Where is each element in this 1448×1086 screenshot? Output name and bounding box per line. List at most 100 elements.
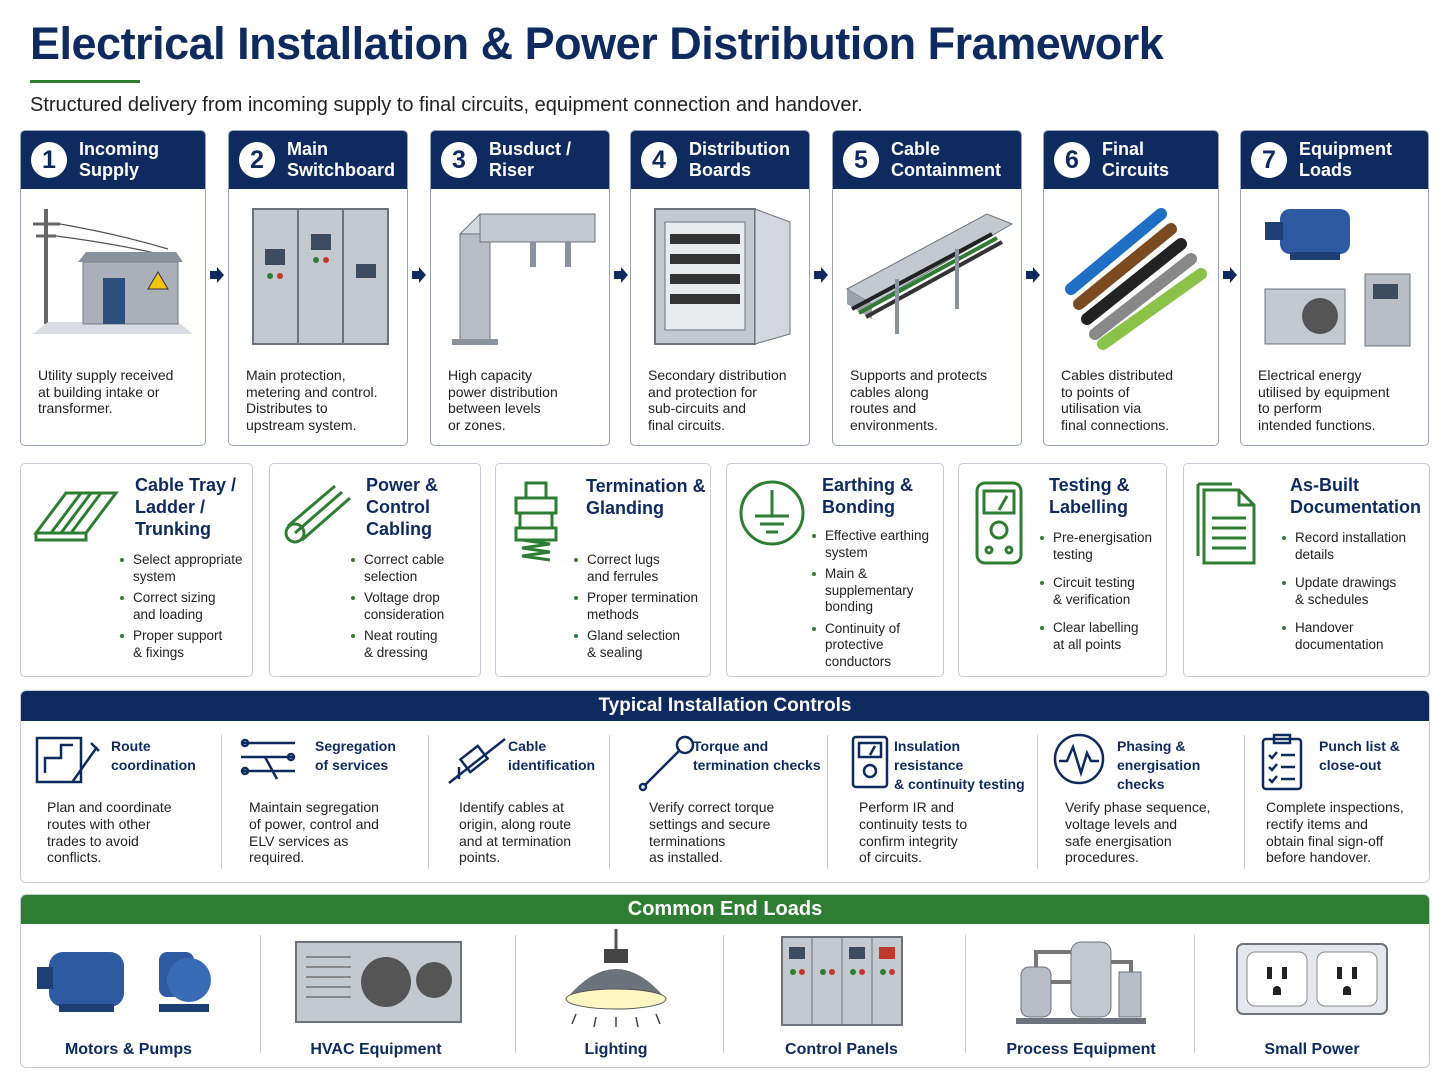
- switchboard-icon: [229, 189, 407, 359]
- equipment-icon: [1241, 189, 1428, 359]
- control-title: Insulation resistance& continuity testin…: [894, 738, 1025, 792]
- list-item: Circuit testing& verification: [1039, 575, 1152, 608]
- card-title: Testing &Labelling: [1049, 475, 1130, 517]
- list-item: Update drawings& schedules: [1281, 575, 1406, 608]
- hvac-unit-icon: [261, 929, 491, 1029]
- control-description: Verify phase sequence,voltage levels and…: [1065, 799, 1211, 866]
- document-icon: [1196, 482, 1256, 565]
- load-process-equipment: Process Equipment: [966, 929, 1196, 1067]
- flow-arrow-icon: [412, 267, 426, 283]
- flow-arrow-icon: [1223, 267, 1237, 283]
- socket-outlet-icon: [1195, 929, 1429, 1029]
- busduct-icon: [431, 189, 609, 359]
- list-item: Proper support& fixings: [119, 628, 243, 661]
- card-title: Cable Tray /Ladder /Trunking: [135, 475, 237, 539]
- list-item: Neat routing& dressing: [350, 628, 444, 661]
- load-small-power: Small Power: [1195, 929, 1429, 1067]
- load-lighting: Lighting: [516, 929, 716, 1067]
- load-hvac-equipment: HVAC Equipment: [261, 929, 491, 1067]
- step-number: 5: [843, 142, 879, 178]
- card-title: Termination &Glanding: [586, 476, 706, 518]
- list-item: Gland selection& sealing: [573, 628, 698, 661]
- load-control-panels: Control Panels: [724, 929, 959, 1067]
- title-underline: [30, 80, 140, 83]
- section-heading: Typical Installation Controls: [21, 691, 1429, 721]
- step-title: Busduct /Riser: [489, 139, 572, 180]
- control-title: Punch list &close-out: [1319, 738, 1400, 773]
- step-number: 3: [441, 142, 477, 178]
- load-label: Lighting: [584, 1041, 648, 1058]
- end-loads-panel: Common End Loads Motors & Pumps HVAC Equ…: [20, 894, 1430, 1068]
- step-number: 4: [641, 142, 677, 178]
- torque-wrench-icon: [638, 735, 695, 792]
- cable-gland-icon: [514, 481, 558, 562]
- control-insulation-continuity: Insulation resistance& continuity testin…: [833, 731, 1033, 869]
- checklist-icon: [1261, 733, 1303, 791]
- load-label: Process Equipment: [1006, 1041, 1156, 1058]
- control-title: Phasing &energisation checks: [1117, 738, 1201, 792]
- page-subtitle: Structured delivery from incoming supply…: [30, 94, 863, 116]
- step-number: 7: [1251, 142, 1287, 178]
- cables-icon: [1044, 189, 1218, 359]
- load-label: HVAC Equipment: [310, 1041, 442, 1058]
- waveform-icon: [1053, 733, 1105, 785]
- step-description: Main protection,metering and control.Dis…: [246, 367, 378, 433]
- step-number: 6: [1054, 142, 1090, 178]
- control-phasing-energisation: Phasing &energisation checks Verify phas…: [1039, 731, 1244, 869]
- page-title: Electrical Installation & Power Distribu…: [30, 18, 1164, 69]
- load-motors-pumps: Motors & Pumps: [21, 929, 236, 1067]
- tester-icon: [851, 735, 889, 789]
- step-header: 3 Busduct /Riser: [431, 131, 609, 189]
- load-label: Motors & Pumps: [64, 1041, 193, 1058]
- cable-bundle-icon: [284, 484, 351, 544]
- flow-arrow-icon: [614, 267, 628, 283]
- flow-arrow-icon: [1026, 267, 1040, 283]
